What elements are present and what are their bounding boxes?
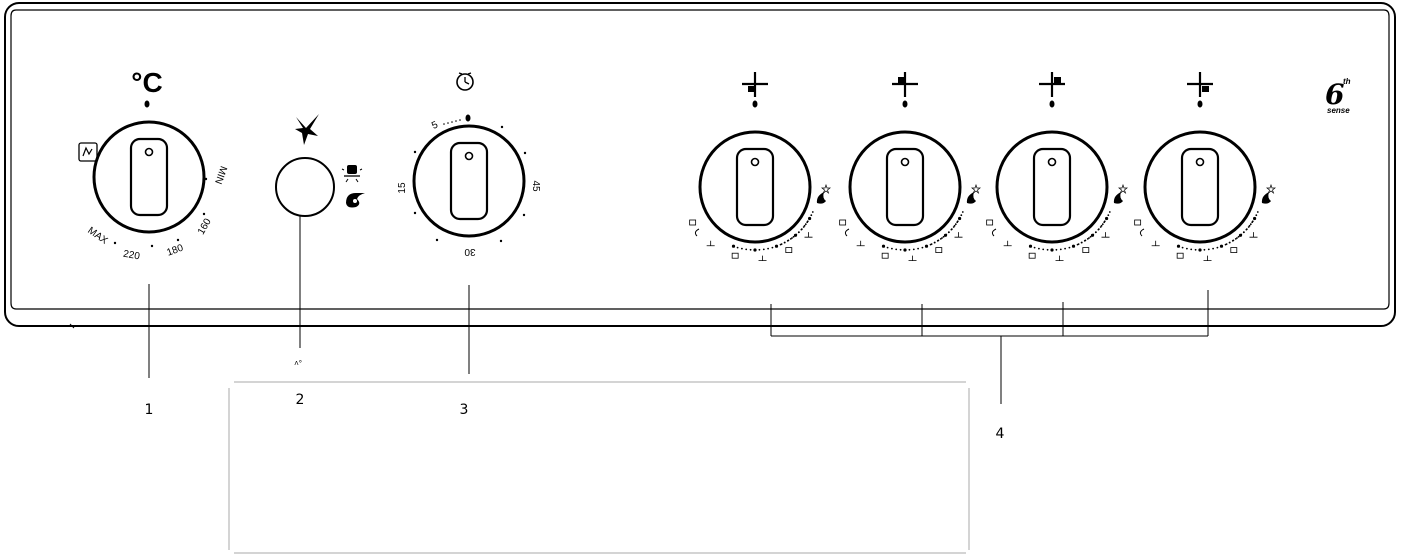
hob-dials xyxy=(689,72,1276,262)
scale-220: 220 xyxy=(122,249,141,263)
power-scale xyxy=(986,211,1111,262)
callout-1: 1 xyxy=(145,402,154,418)
hob-dial-1[interactable] xyxy=(689,72,831,262)
lower-box xyxy=(228,381,970,554)
scale-45: 45 xyxy=(530,180,541,192)
flame-icon xyxy=(1261,183,1276,204)
indicator-dot xyxy=(752,100,758,108)
dial-knob[interactable] xyxy=(92,120,206,234)
power-scale xyxy=(689,211,814,262)
brand-logo: 6 th sense xyxy=(1325,77,1351,115)
fan-icon xyxy=(346,193,365,208)
callout-4: 4 xyxy=(996,426,1005,442)
dial-knob[interactable] xyxy=(995,130,1109,244)
stray-mark: ˄° xyxy=(294,359,302,368)
function-button-group: ˄° xyxy=(275,114,365,368)
scale-5: 5 xyxy=(430,119,440,132)
scale-15: 15 xyxy=(397,182,408,194)
rear-left-burner-icon xyxy=(742,72,768,97)
scale-max: MAX xyxy=(85,225,109,247)
front-right-burner-icon xyxy=(1039,72,1065,97)
grill-icon xyxy=(78,142,98,162)
power-scale xyxy=(839,211,964,262)
dial-knob[interactable] xyxy=(1143,130,1257,244)
hob-dial-4[interactable] xyxy=(1134,72,1276,262)
indicator-dot xyxy=(144,100,150,108)
star-icon xyxy=(295,114,319,145)
flame-icon xyxy=(816,183,831,204)
lamp-icon xyxy=(341,165,363,183)
clock-icon xyxy=(456,72,474,91)
brand-numeral: 6 xyxy=(1325,78,1344,111)
indicator-dot xyxy=(465,114,471,122)
brand-word: sense xyxy=(1327,106,1350,115)
power-scale xyxy=(1134,211,1259,262)
hob-bracket xyxy=(770,290,1209,404)
front-left-burner-icon xyxy=(892,72,918,97)
rear-right-burner-icon xyxy=(1187,72,1213,97)
timer-dial[interactable]: 5 15 30 45 xyxy=(397,72,541,374)
hob-dial-3[interactable] xyxy=(986,72,1128,262)
dial-knob[interactable] xyxy=(412,124,526,238)
scale-min: MIN xyxy=(212,164,229,185)
flame-icon xyxy=(966,183,981,204)
brand-suffix: th xyxy=(1343,77,1351,86)
scale-30: 30 xyxy=(464,246,476,257)
scale-160: 160 xyxy=(196,216,214,236)
celsius-icon: °C xyxy=(131,67,162,98)
dial-knob[interactable] xyxy=(698,130,812,244)
callout-3: 3 xyxy=(460,402,469,418)
indicator-dot xyxy=(1197,100,1203,108)
function-push-button[interactable] xyxy=(275,157,335,217)
oven-temperature-dial[interactable]: °C MIN 160 180 220 MAX xyxy=(78,67,229,378)
dial-knob[interactable] xyxy=(848,130,962,244)
flame-icon xyxy=(1113,183,1128,204)
indicator-dot xyxy=(1049,100,1055,108)
indicator-dot xyxy=(902,100,908,108)
scale-180: 180 xyxy=(165,242,185,258)
callout-2: 2 xyxy=(296,392,305,408)
hob-dial-2[interactable] xyxy=(839,72,981,262)
panel-frame xyxy=(4,2,1396,329)
